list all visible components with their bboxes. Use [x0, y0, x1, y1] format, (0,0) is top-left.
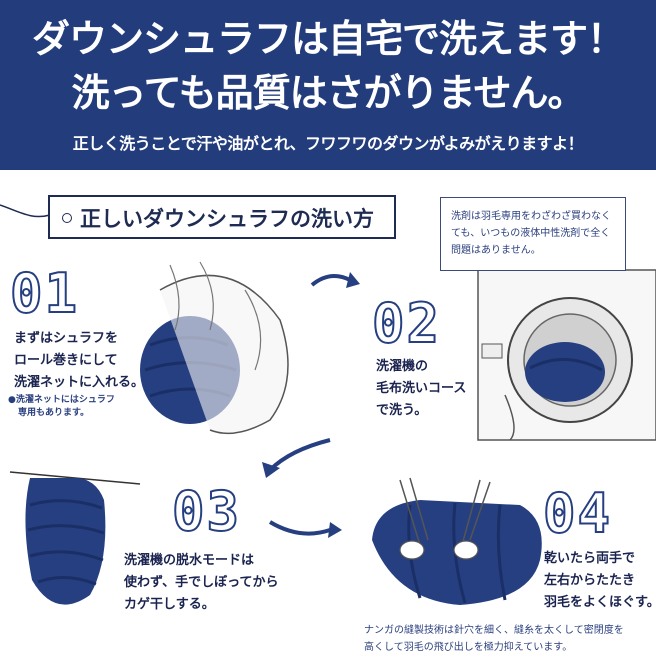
- arrow-3-4: [268, 520, 331, 536]
- step3-number: 03: [171, 479, 242, 544]
- detergent-note-text: 洗剤は羽毛専用をわざわざ買わなくても、いつもの液体中性洗剤で全く問題はありません…: [451, 211, 611, 256]
- step1-line: まずはシュラフを: [14, 331, 119, 346]
- step4-number: 04: [542, 481, 613, 546]
- step2-line: 毛布洗いコース: [376, 381, 467, 396]
- step4-line: 左右からたたき: [544, 573, 636, 588]
- header-banner: ダウンシュラフは自宅で洗えます！ 洗っても品質はさがりません。 正しく洗うことで…: [0, 0, 656, 170]
- step4-description: 乾いたら両手で 左右からたたき 羽毛をよくほぐす。: [544, 548, 656, 614]
- step3-line: 使わず、手でしぼってから: [124, 575, 279, 590]
- footer-note-line: 高くして羽毛の飛び出しを極力抑えています。: [364, 642, 573, 653]
- step3-line: カゲ干しする。: [124, 597, 215, 612]
- step1-description: まずはシュラフを ロール巻きにして 洗濯ネットに入れる。: [14, 328, 144, 394]
- step1-line: ロール巻きにして: [14, 353, 118, 368]
- step1-line: 洗濯ネットに入れる。: [14, 375, 145, 390]
- headline-1: ダウンシュラフは自宅で洗えます！: [31, 17, 625, 61]
- footer-note-line: ナンガの縫製技術は針穴を細く、縫糸を太くして密閉度を: [364, 625, 624, 636]
- step1-number: 01: [9, 261, 80, 326]
- tag-hole: [62, 213, 72, 223]
- step2-illustration: [477, 269, 656, 441]
- headline-2: 洗っても品質はさがりません。: [71, 71, 585, 115]
- step1-note-line: 専用もあります。: [18, 408, 90, 418]
- step2-number: 02: [371, 291, 442, 356]
- arrow-2-3: [268, 438, 331, 472]
- step1-note-line: ●洗濯ネットにはシュラフ: [8, 395, 115, 405]
- step4-illustration: [372, 477, 542, 605]
- step3-illustration: [9, 471, 141, 605]
- guide-title: 正しいダウンシュラフの洗い方: [80, 206, 374, 231]
- arrow-1-2: [310, 274, 351, 287]
- step2-line: 洗濯機の: [376, 359, 429, 374]
- guide-title-tag: 正しいダウンシュラフの洗い方: [48, 195, 396, 239]
- step1-illustration: [140, 261, 289, 435]
- step2-description: 洗濯機の 毛布洗いコース で洗う。: [376, 356, 466, 422]
- detergent-note: 洗剤は羽毛専用をわざわざ買わなくても、いつもの液体中性洗剤で全く問題はありません…: [440, 197, 626, 271]
- step4-line: 乾いたら両手で: [544, 551, 636, 566]
- step2-line: で洗う。: [376, 403, 428, 418]
- step3-line: 洗濯機の脱水モードは: [124, 553, 255, 568]
- subheadline: 正しく洗うことで汗や油がとれ、フワフワのダウンがよみがえりますよ！: [72, 134, 584, 153]
- step3-description: 洗濯機の脱水モードは 使わず、手でしぼってから カゲ干しする。: [124, 550, 278, 616]
- step1-note: ●洗濯ネットにはシュラフ 専用もあります。: [8, 394, 115, 420]
- tag-string: [0, 204, 51, 218]
- footer-note: ナンガの縫製技術は針穴を細く、縫糸を太くして密閉度を 高くして羽毛の飛び出しを極…: [364, 622, 654, 656]
- step4-line: 羽毛をよくほぐす。: [544, 595, 656, 610]
